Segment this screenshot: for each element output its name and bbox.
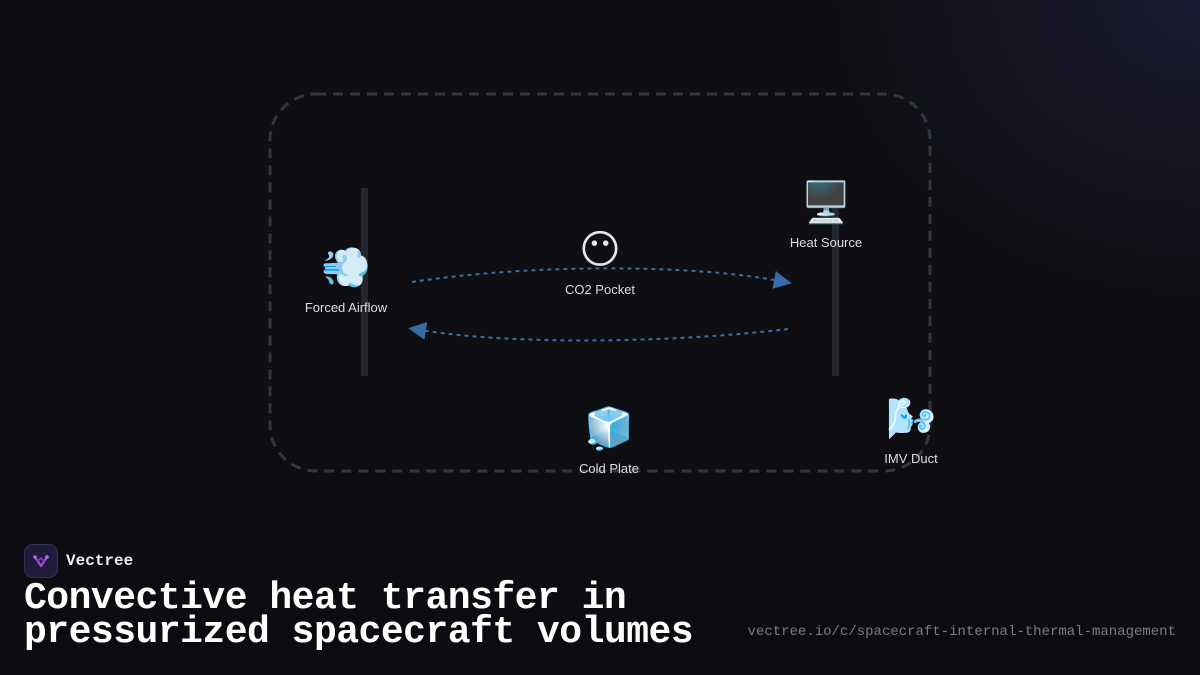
source-url[interactable]: vectree.io/c/spacecraft-internal-thermal… <box>747 624 1176 640</box>
cabin-boundary <box>268 92 932 473</box>
dash-wind-icon: 💨 <box>321 245 371 291</box>
node-co2-pocket: 😶 CO2 Pocket <box>530 226 670 297</box>
left-wall <box>361 188 368 376</box>
flow-arrow-top <box>411 267 792 289</box>
vectree-logo-icon <box>24 544 58 578</box>
node-label: CO2 Pocket <box>564 282 636 297</box>
node-label: Cold Plate <box>579 461 639 476</box>
node-heat-source: 🖥️ Heat Source <box>756 179 896 250</box>
node-imv-duct: 🌬️ IMV Duct <box>841 395 981 466</box>
page-title: Convective heat transfer in pressurized … <box>24 577 694 654</box>
node-label: IMV Duct <box>884 451 938 466</box>
wind-face-icon: 🌬️ <box>886 396 936 442</box>
node-label: Heat Source <box>789 235 863 250</box>
logo-mark <box>33 555 49 568</box>
node-cold-plate: 🧊 Cold Plate <box>539 405 679 476</box>
brand-name: Vectree <box>66 552 134 570</box>
desktop-computer-icon: 🖥️ <box>801 180 851 226</box>
flow-arrow-bottom <box>408 322 789 342</box>
right-wall <box>832 188 839 376</box>
brand: Vectree <box>24 544 133 578</box>
sad-face-burst-icon: 😶 <box>579 227 621 273</box>
ice-cube-icon: 🧊 <box>584 406 634 452</box>
node-forced-airflow: 💨 Forced Airflow <box>276 244 416 315</box>
node-label: Forced Airflow <box>304 300 388 315</box>
